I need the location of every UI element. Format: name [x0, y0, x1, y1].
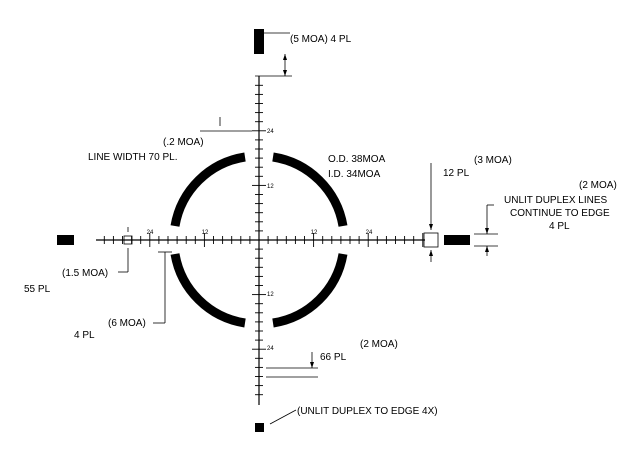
bottom-dim-arrow	[310, 362, 314, 368]
left-4pl-label: 4 PL	[74, 330, 95, 341]
tick-label-bottom-24: 24	[267, 346, 274, 352]
tick-label-right-24: 24	[366, 230, 373, 236]
left-moa-box	[123, 235, 133, 245]
tick-label-top-24: 24	[267, 129, 274, 135]
right-gap-arrow-bottom	[429, 250, 433, 256]
circle-arc-top-left	[170, 152, 246, 227]
right-gap-box	[423, 232, 439, 248]
left-post	[57, 235, 74, 245]
unlit-arrow-top	[485, 228, 489, 234]
unlit-moa-label: (2 MOA)	[579, 180, 617, 191]
unlit-line2-label: CONTINUE TO EDGE	[510, 208, 610, 219]
top-post	[254, 29, 264, 54]
right-post	[444, 235, 470, 245]
circle-arc-bottom-left	[170, 253, 246, 328]
left-pl-label: 55 PL	[24, 284, 51, 295]
top-gap-arrow	[283, 54, 287, 60]
tick-label-top-12: 12	[267, 184, 274, 190]
tick-label-right-12: 12	[311, 230, 318, 236]
bottom-pl-label: 66 PL	[320, 352, 347, 363]
bottom-edge-label: (UNLIT DUPLEX TO EDGE 4X)	[297, 406, 438, 417]
vertical-tick-marks	[252, 84, 266, 396]
bottom-moa-label: (2 MOA)	[360, 339, 398, 350]
circle-arc-bottom-right	[272, 253, 348, 328]
line-width-moa-label: (.2 MOA)	[163, 137, 204, 148]
tick-label-left-24: 24	[147, 230, 154, 236]
tick-label-bottom-12: 12	[267, 292, 274, 298]
right-gap-moa-label: (3 MOA)	[474, 155, 512, 166]
left-6moa-label: (6 MOA)	[108, 318, 146, 329]
unlit-pl-label: 4 PL	[549, 221, 570, 232]
left-moa-label: (1.5 MOA)	[62, 268, 108, 279]
tick-label-left-12: 12	[202, 230, 209, 236]
right-gap-arrow-top	[429, 224, 433, 230]
bottom-post	[255, 423, 264, 432]
right-gap-pl-label: 12 PL	[443, 168, 470, 179]
outer-diameter-label: O.D. 38MOA	[328, 154, 386, 165]
unlit-line1-label: UNLIT DUPLEX LINES	[504, 195, 608, 206]
top-post-label: (5 MOA) 4 PL	[290, 34, 352, 45]
inner-diameter-label: I.D. 34MOA	[328, 169, 381, 180]
unlit-arrow-bottom	[485, 246, 489, 252]
circle-arc-top-right	[272, 152, 348, 227]
bottom-edge-leader	[269, 409, 297, 425]
top-gap-arrow2	[283, 70, 287, 76]
line-width-label: LINE WIDTH 70 PL.	[88, 152, 177, 163]
